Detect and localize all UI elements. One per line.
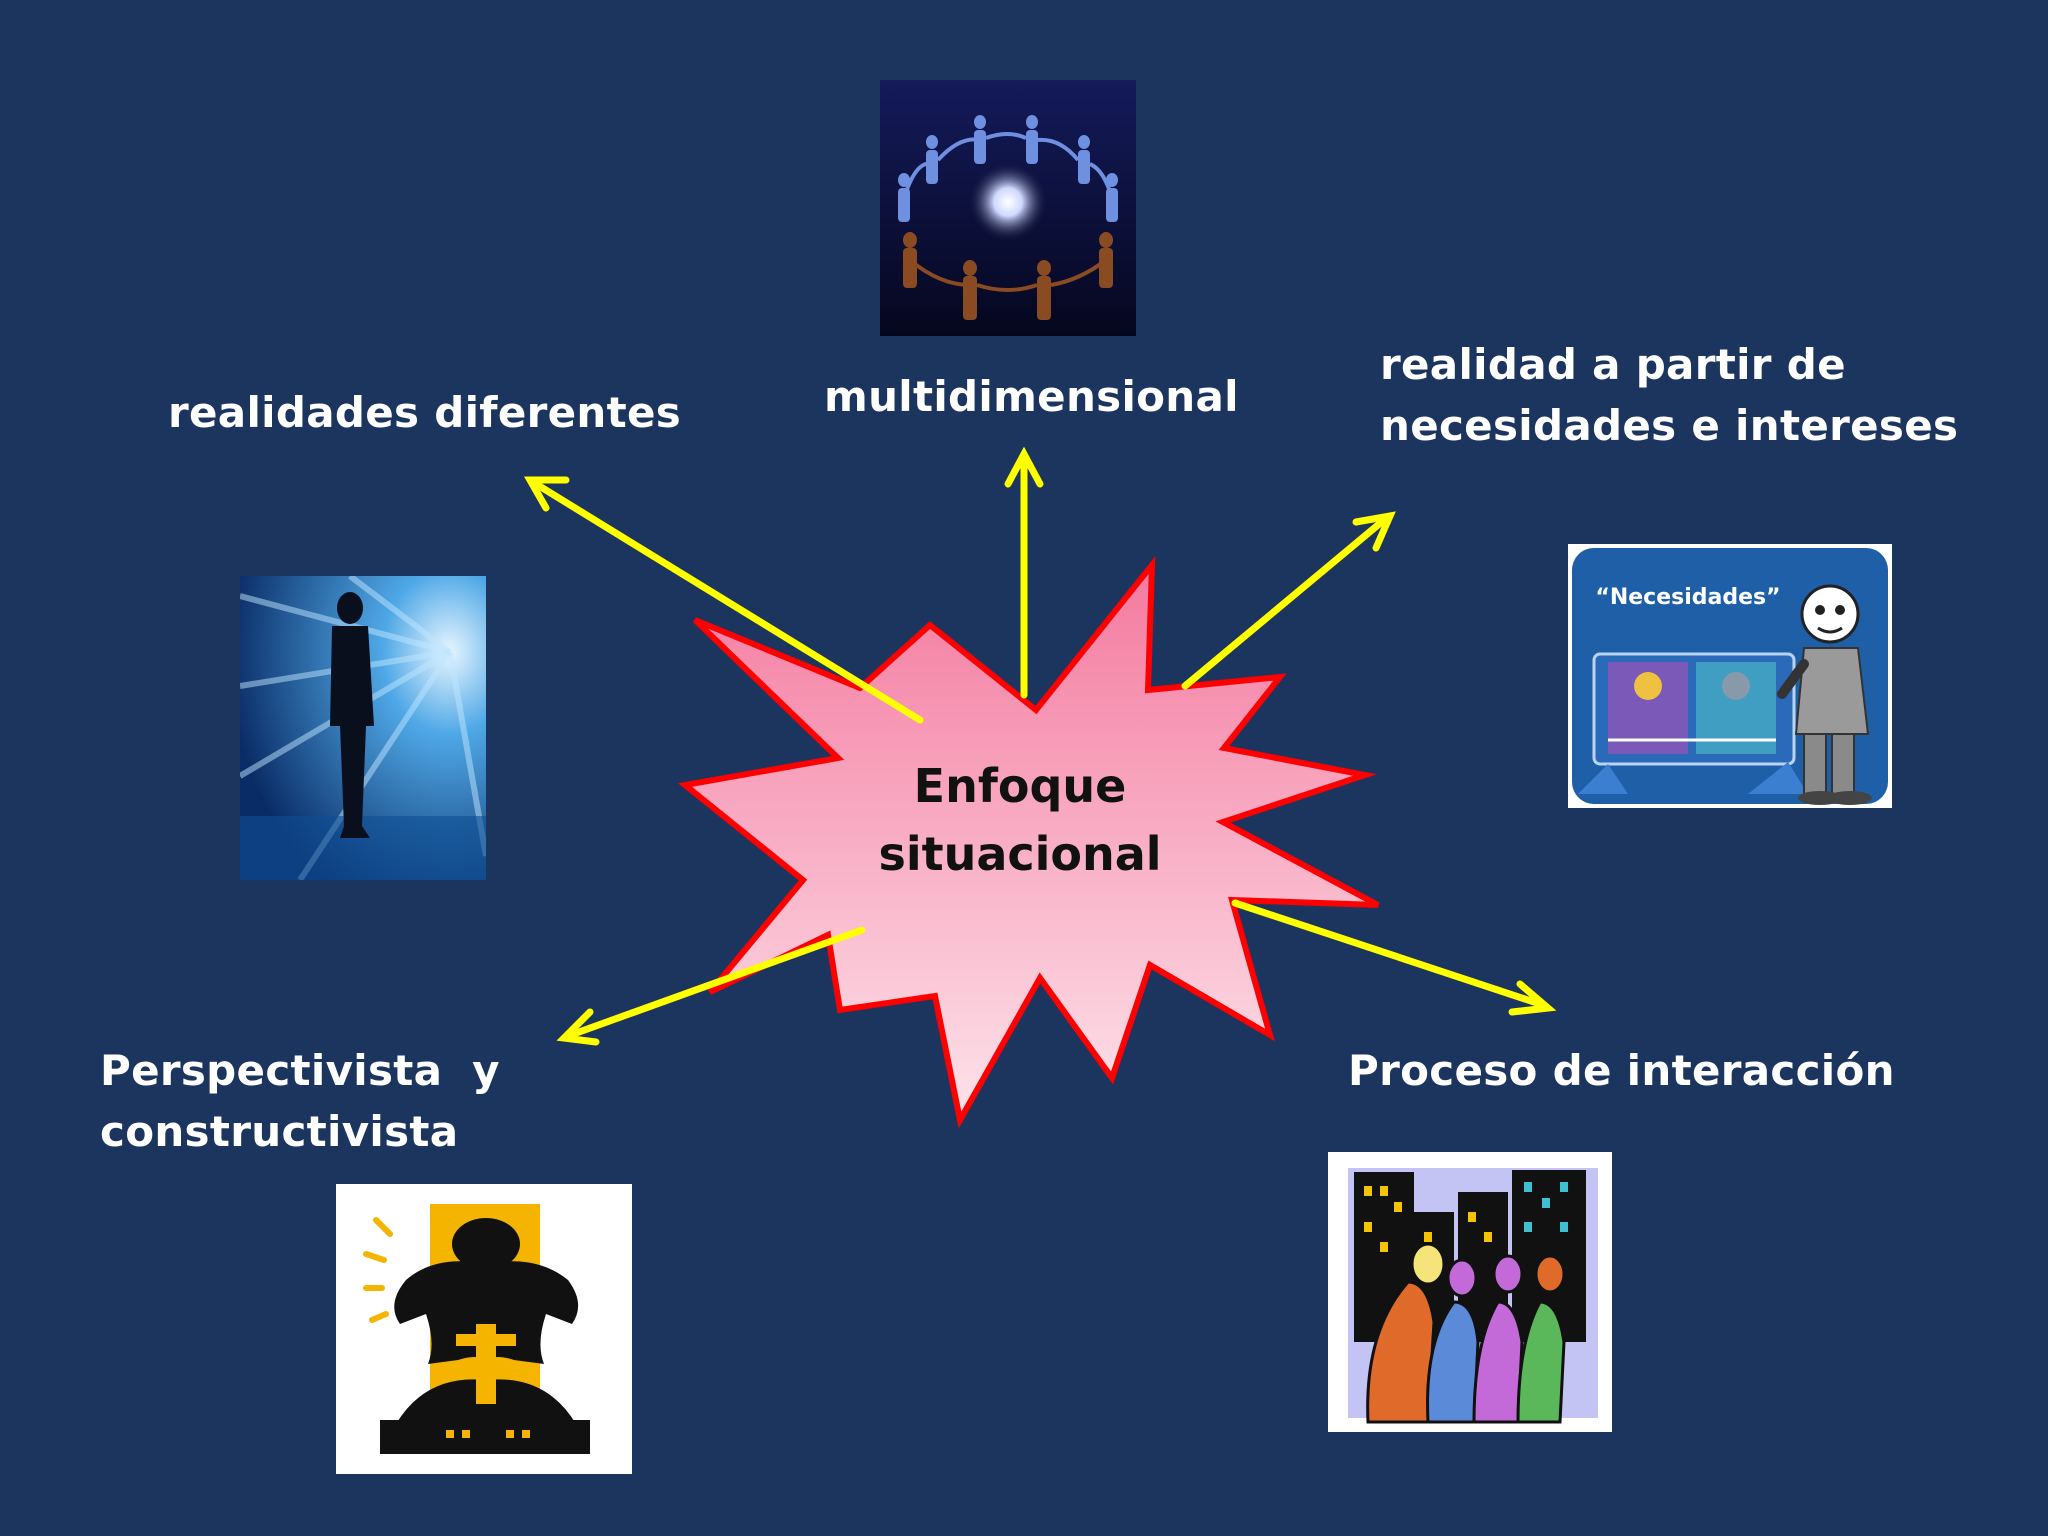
label-interaccion-text: Proceso de interacción bbox=[1348, 1046, 1895, 1095]
label-necesidades-line1: realidad a partir de bbox=[1380, 340, 1846, 389]
label-perspectivista-line1: Perspectivista y bbox=[100, 1046, 500, 1095]
arrowhead-realidades bbox=[523, 476, 570, 512]
silhouette-light-image bbox=[240, 576, 486, 880]
board-title: “Necesidades” bbox=[1595, 585, 1780, 610]
label-realidades: realidades diferentes bbox=[168, 382, 681, 443]
weightlifter-clipart-image bbox=[336, 1184, 632, 1474]
arrowhead-multidimensional bbox=[1004, 446, 1044, 488]
center-title-line2: situacional bbox=[878, 827, 1162, 881]
arrow-realidades bbox=[532, 480, 924, 724]
label-multidimensional: multidimensional bbox=[824, 366, 1239, 427]
label-perspectivista-line2: constructivista bbox=[100, 1107, 459, 1156]
label-perspectivista: Perspectivista y constructivista bbox=[100, 1040, 500, 1162]
arrowhead-interaccion bbox=[1508, 980, 1557, 1016]
arrowhead-necesidades bbox=[1352, 511, 1396, 552]
arrows bbox=[523, 446, 1557, 1046]
label-necesidades: realidad a partir de necesidades e inter… bbox=[1380, 334, 1958, 456]
arrow-perspectivista bbox=[564, 926, 866, 1040]
label-necesidades-line2: necesidades e intereses bbox=[1380, 401, 1959, 450]
label-interaccion: Proceso de interacción bbox=[1348, 1040, 1895, 1101]
label-multidimensional-text: multidimensional bbox=[824, 372, 1239, 421]
people-circle-image bbox=[880, 80, 1136, 336]
center-starburst bbox=[677, 556, 1380, 1129]
label-realidades-text: realidades diferentes bbox=[168, 388, 682, 437]
arrow-necesidades bbox=[1181, 516, 1388, 690]
center-title-line1: Enfoque bbox=[913, 759, 1127, 813]
arrowhead-perspectivista bbox=[556, 1008, 600, 1046]
presenter-board-image: “Necesidades” bbox=[1568, 544, 1892, 808]
center-title: Enfoque situacional bbox=[870, 752, 1170, 888]
arrow-interaccion bbox=[1231, 899, 1547, 1009]
city-people-clipart-image bbox=[1328, 1152, 1612, 1432]
